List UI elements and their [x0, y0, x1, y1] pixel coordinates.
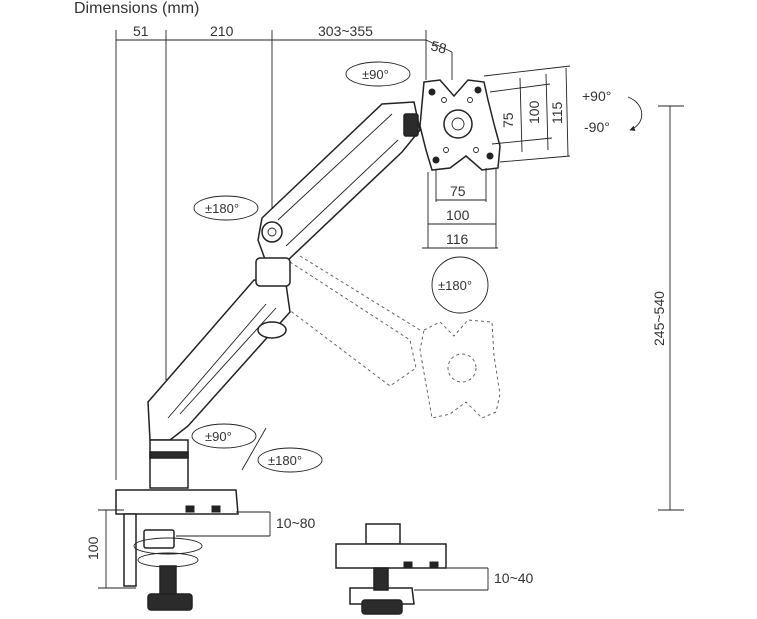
- ghost-lowered-arm: [275, 255, 501, 419]
- rotation-base-label: ±180°: [268, 453, 302, 468]
- vesa-h-115: 115: [549, 101, 565, 124]
- clamp-dimensions: [98, 509, 271, 589]
- grommet-base: [335, 523, 447, 615]
- dim-51: 51: [133, 23, 149, 39]
- rotate-head-callout: [345, 61, 411, 87]
- vesa-h-100: 100: [526, 100, 542, 124]
- dim-58: 58: [429, 37, 448, 56]
- vesa-width-dimensions: [422, 168, 498, 249]
- separator-slash: [241, 427, 267, 471]
- rotation-arm-label: ±180°: [205, 201, 239, 216]
- rotate-base-callout: [257, 447, 323, 473]
- rotation-plate-label: ±180°: [438, 278, 472, 293]
- grommet-range-label: 10~40: [494, 570, 534, 586]
- base-column: [149, 439, 189, 489]
- rotate-base-swivel-callout: [191, 423, 257, 449]
- vesa-height-dimensions: [483, 65, 571, 163]
- rotate-plate-callout: [431, 256, 489, 314]
- upper-arm: [257, 101, 421, 263]
- clamp-range-label: 10~80: [276, 515, 316, 531]
- rotate-arm-callout: [193, 195, 259, 221]
- vesa-w-100: 100: [446, 207, 470, 223]
- rotation-head-label: ±90°: [362, 67, 389, 82]
- dim-303-355: 303~355: [318, 23, 373, 39]
- tilt-up-label: +90°: [582, 88, 611, 104]
- clamp-height-label: 100: [85, 536, 101, 560]
- vesa-w-116: 116: [446, 231, 469, 247]
- tilt-down-label: -90°: [584, 119, 610, 135]
- desk-clamp: [115, 489, 239, 611]
- tilt-arrow-icon: [627, 96, 643, 131]
- grommet-dimensions: [414, 567, 489, 591]
- diagram-title: Dimensions (mm): [74, 0, 199, 17]
- height-range-label: 245~540: [651, 291, 667, 346]
- dim-210: 210: [210, 23, 234, 39]
- vesa-plate: [419, 79, 501, 171]
- vesa-h-75: 75: [500, 112, 516, 128]
- vesa-w-75: 75: [450, 183, 466, 199]
- elbow-joint: [255, 257, 291, 287]
- lower-arm: [147, 279, 291, 441]
- height-range-dimension: [658, 105, 684, 511]
- rotation-base-swivel-label: ±90°: [205, 429, 232, 444]
- top-dimension-line: [115, 30, 453, 480]
